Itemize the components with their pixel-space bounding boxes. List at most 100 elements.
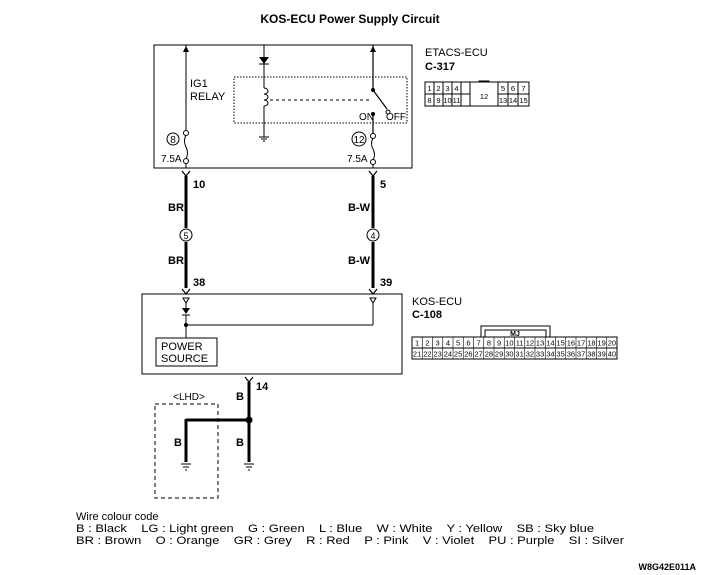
kos-pin: 19 (597, 339, 605, 348)
kos-pin: 34 (546, 350, 554, 359)
legend-line2: BR : Brown O : Orange GR : Grey R : Red … (76, 535, 624, 547)
kos-pin: 16 (567, 339, 575, 348)
kos-pin: 25 (454, 350, 462, 359)
kos-connector-pins-row2: 21 22 23 24 25 26 27 28 29 30 31 32 33 3… (413, 350, 616, 359)
fuse-left (183, 45, 189, 168)
legend-line1: B : Black LG : Light green G : Green L :… (76, 523, 594, 535)
fuse-right-rating: 7.5A (347, 154, 368, 165)
fuse-left-number: 8 (170, 135, 176, 146)
pin-kos-39: 39 (380, 277, 392, 289)
kos-pin: 9 (497, 339, 501, 348)
kos-pin: 23 (433, 350, 441, 359)
relay-box (233, 76, 408, 124)
kos-pin: 40 (608, 350, 616, 359)
etacs-connector (424, 80, 530, 107)
wire-color-ground-main: B (236, 391, 244, 403)
kos-pin: 5 (456, 339, 460, 348)
kos-ecu-label: KOS-ECU (412, 296, 462, 308)
etacs-pin: 15 (519, 96, 527, 105)
kos-pin: 17 (577, 339, 585, 348)
kos-pin: 10 (505, 339, 513, 348)
etacs-pin: 1 (427, 84, 431, 93)
kos-pin: 22 (423, 350, 431, 359)
kos-pin: 7 (477, 339, 481, 348)
pin-kos-14: 14 (256, 381, 269, 393)
etacs-pin: 13 (499, 96, 507, 105)
legend-title: Wire colour code (76, 511, 159, 523)
switch-on-label: ON (359, 112, 374, 123)
etacs-pin: 3 (445, 84, 449, 93)
junction-right-number: 4 (370, 231, 375, 241)
pin-etacs-10: 10 (193, 179, 205, 191)
kos-pin: 39 (597, 350, 605, 359)
etacs-pin: 5 (501, 84, 505, 93)
etacs-pin: 6 (511, 84, 515, 93)
kos-pin: 3 (436, 339, 440, 348)
etacs-ecu-label: ETACS-ECU (425, 47, 488, 59)
ground-right-symbol (244, 463, 254, 471)
etacs-pin: 2 (436, 84, 440, 93)
relay-coil (259, 45, 269, 142)
etacs-pin: 4 (454, 84, 458, 93)
power-source-line1: POWER (161, 341, 203, 353)
kos-pin: 28 (485, 350, 493, 359)
relay-label-line1: IG1 (190, 78, 208, 90)
kos-connector-label: C-108 (412, 309, 442, 321)
wire-color-ground-right: B (236, 437, 244, 449)
etacs-pin: 12 (480, 92, 488, 101)
wire-color-bw-bottom: B-W (348, 255, 371, 267)
junction-right-circle (366, 228, 380, 242)
kos-pin: 36 (567, 350, 575, 359)
kos-pin: 37 (577, 350, 585, 359)
etacs-pin: 9 (436, 96, 440, 105)
kos-connector-pins-row1: 1 2 3 4 5 6 7 8 9 10 11 12 13 14 15 16 1… (415, 339, 616, 348)
power-source-line2: SOURCE (161, 353, 208, 365)
etacs-ecu-box (153, 44, 413, 169)
kos-connector-mj-label: MJ (510, 331, 520, 338)
kos-connector (411, 325, 618, 360)
kos-pin: 1 (415, 339, 419, 348)
kos-pin: 35 (556, 350, 564, 359)
etacs-pin: 10 (443, 96, 451, 105)
kos-pin: 38 (587, 350, 595, 359)
kos-pin: 12 (526, 339, 534, 348)
kos-pin: 2 (425, 339, 429, 348)
diagram-title: KOS-ECU Power Supply Circuit (260, 12, 439, 26)
kos-pin: 30 (505, 350, 513, 359)
kos-pin: 14 (546, 339, 554, 348)
etacs-connector-label: C-317 (425, 61, 455, 73)
fuse-right (370, 133, 376, 168)
lhd-label: <LHD> (173, 392, 205, 403)
relay-switch (370, 45, 391, 134)
kos-pin: 33 (536, 350, 544, 359)
kos-ecu-box (141, 293, 403, 375)
kos-internal-wiring (182, 297, 377, 338)
kos-pin: 26 (464, 350, 472, 359)
wire-color-br-top: BR (168, 202, 184, 214)
kos-pin: 24 (444, 350, 452, 359)
kos-pin: 8 (487, 339, 491, 348)
kos-pin: 4 (446, 339, 450, 348)
kos-pin: 31 (515, 350, 523, 359)
ground-left-symbol (181, 463, 191, 471)
kos-pin: 32 (526, 350, 534, 359)
etacs-pin: 11 (453, 96, 461, 105)
kos-pin: 11 (516, 339, 524, 348)
fuse-left-number-circle (166, 132, 180, 146)
fuse-right-number: 12 (353, 135, 365, 146)
kos-pin: 21 (413, 350, 421, 359)
kos-pin: 20 (608, 339, 616, 348)
kos-pin: 27 (474, 350, 482, 359)
pin-kos-38: 38 (193, 277, 205, 289)
fuse-right-number-circle (351, 131, 367, 147)
pin-etacs-5: 5 (380, 179, 386, 191)
kos-pin: 6 (466, 339, 470, 348)
wire-color-ground-left: B (174, 437, 182, 449)
etacs-connector-pins: 1 2 3 4 5 6 7 12 8 9 10 11 13 14 15 (427, 84, 527, 105)
switch-off-label: OFF (386, 112, 406, 123)
etacs-pin: 14 (509, 96, 517, 105)
etacs-pin: 7 (521, 84, 525, 93)
kos-pin: 29 (495, 350, 503, 359)
kos-pin: 13 (536, 339, 544, 348)
